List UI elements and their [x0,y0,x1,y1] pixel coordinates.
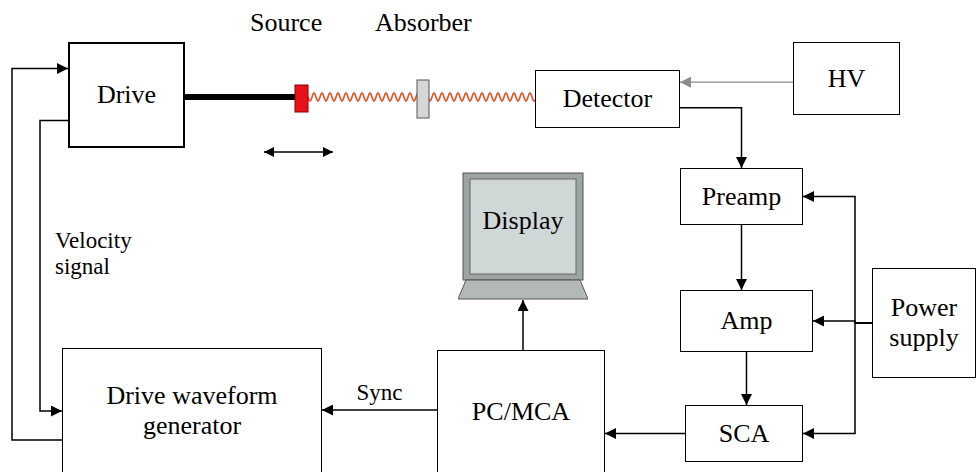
waveform-generator-box: Drive waveform generator [62,348,322,472]
drive-rod [185,94,296,100]
laptop-base [458,280,588,299]
absorber-plate [417,80,429,118]
node-text: Display [483,206,564,236]
node-text: Detector [563,84,653,114]
source-pellet [295,85,308,112]
signal-connector [605,433,685,435]
power-supply-box: Power supply [872,268,976,378]
part-label: Source [250,8,322,38]
signal-connector [680,82,793,83]
node-text: PC/MCA [472,397,570,427]
node-text: Preamp [702,182,781,212]
node-text: Drive waveform generator [69,381,315,441]
amp-box: Amp [680,290,813,352]
display-laptop: Display [458,172,588,300]
drive-box: Drive [68,42,185,148]
hv-box: HV [793,42,900,115]
part-label: Absorber [375,8,472,38]
signal-connector [746,352,748,405]
detector-box: Detector [535,70,680,128]
node-text: HV [828,64,866,94]
signal-connector [741,225,743,290]
preamp-box: Preamp [680,168,803,225]
signal-connector [803,197,872,324]
motion-arrow [264,151,333,152]
edge-label: Sync [355,380,405,406]
laptop-screen-frame [463,173,583,280]
node-text: Drive [97,80,156,110]
signal-connector [322,409,437,411]
node-text: Power supply [879,293,969,353]
laptop-screen [470,179,576,274]
node-text: Amp [721,306,773,336]
pc-mca-box: PC/MCA [437,350,605,472]
signal-connector [680,108,742,168]
signal-connector [522,300,524,350]
sca-box: SCA [685,405,803,462]
signal-connector [12,69,68,440]
signal-label: Velocity signal [55,228,160,281]
laptop-outline [458,172,588,300]
signal-connector [803,323,872,434]
node-text: SCA [719,419,770,449]
